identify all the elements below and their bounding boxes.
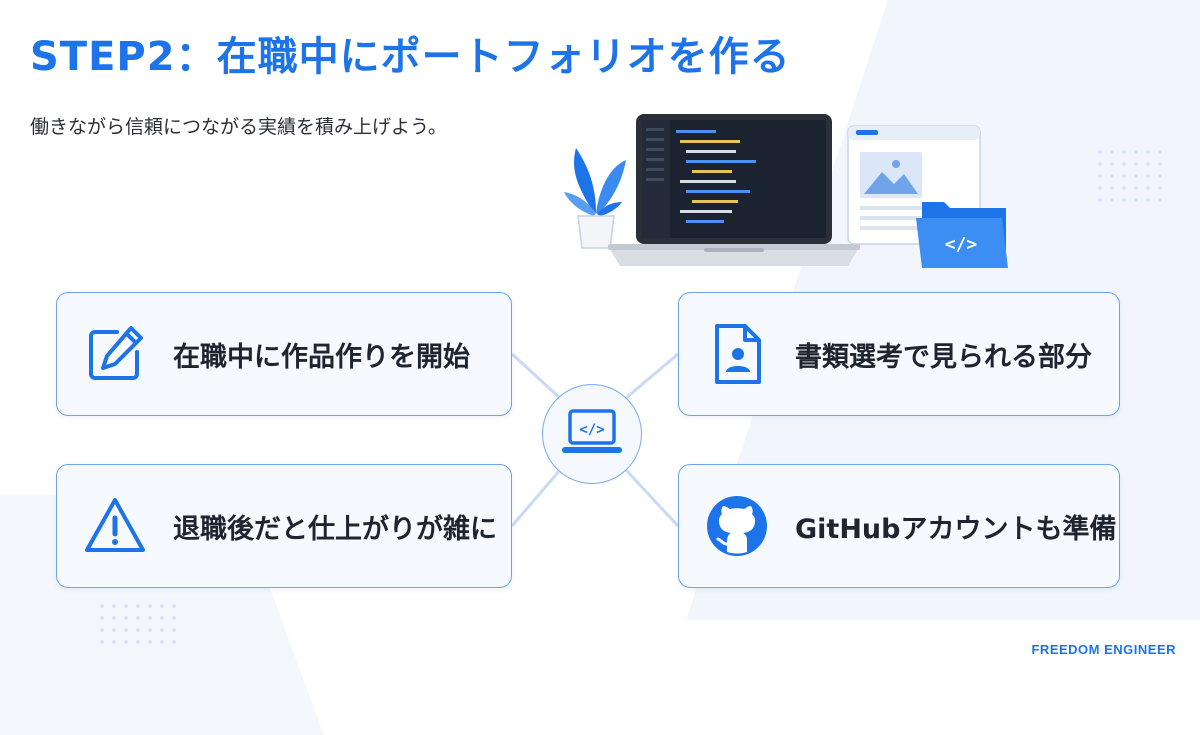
- svg-text:</>: </>: [579, 422, 604, 438]
- decor-dot: [136, 640, 140, 644]
- laptop-icon: [608, 114, 860, 266]
- card-label: GitHubアカウントも準備: [795, 513, 1117, 545]
- decor-dot: [1122, 198, 1126, 202]
- decor-dot: [1098, 150, 1102, 154]
- decor-dot: [1098, 174, 1102, 178]
- decor-dot: [124, 640, 128, 644]
- github-icon: [707, 496, 767, 556]
- decor-dot: [1158, 150, 1162, 154]
- decor-dot: [1146, 198, 1150, 202]
- decor-dot: [1110, 198, 1114, 202]
- decor-dot: [1110, 150, 1114, 154]
- card-github-account: GitHubアカウントも準備: [678, 464, 1120, 588]
- decor-dot: [1146, 162, 1150, 166]
- card-document-screening: 書類選考で見られる部分: [678, 292, 1120, 416]
- decor-dot: [172, 616, 176, 620]
- decor-dot: [160, 640, 164, 644]
- code-folder-icon: </>: [916, 202, 1008, 268]
- decor-dot: [112, 616, 116, 620]
- decor-dot: [112, 628, 116, 632]
- decor-dot: [1134, 198, 1138, 202]
- page-title: STEP2：在職中にポートフォリオを作る: [30, 34, 791, 80]
- card-label: 在職中に作品作りを開始: [173, 341, 470, 373]
- card-start-during-employment: 在職中に作品作りを開始: [56, 292, 512, 416]
- brand-logo-text: FREEDOM ENGINEER: [1031, 642, 1176, 657]
- card-label: 退職後だと仕上がりが雑に: [173, 513, 497, 545]
- decor-dot: [112, 604, 116, 608]
- decor-dot: [100, 628, 104, 632]
- decor-dot: [160, 628, 164, 632]
- laptop-code-icon: </>: [562, 409, 622, 453]
- decor-dot: [1122, 174, 1126, 178]
- decor-dot: [100, 640, 104, 644]
- decor-dot: [136, 604, 140, 608]
- decor-dot: [1158, 162, 1162, 166]
- decor-dot: [160, 616, 164, 620]
- decor-dot: [112, 640, 116, 644]
- decor-dot: [100, 604, 104, 608]
- decor-dot: [1098, 162, 1102, 166]
- decor-dot: [100, 616, 104, 620]
- decor-dot: [136, 616, 140, 620]
- decor-dot: [1146, 174, 1150, 178]
- decor-dot: [1134, 186, 1138, 190]
- hero-illustration: </>: [564, 114, 1008, 268]
- decor-dot: [172, 604, 176, 608]
- edit-icon: [89, 326, 143, 380]
- decor-dot: [136, 628, 140, 632]
- card-label: 書類選考で見られる部分: [795, 341, 1092, 373]
- center-hub: </>: [542, 384, 642, 484]
- decor-dot: [1098, 198, 1102, 202]
- decor-dot: [124, 604, 128, 608]
- page-subtitle: 働きながら信頼につながる実績を積み上げよう。: [30, 116, 447, 138]
- decor-dot: [1098, 186, 1102, 190]
- decor-dot: [1110, 174, 1114, 178]
- plant-icon: [564, 148, 626, 249]
- decor-dot: [1110, 162, 1114, 166]
- decor-dot: [148, 628, 152, 632]
- svg-text:</>: </>: [945, 234, 978, 255]
- decor-dot: [1122, 162, 1126, 166]
- decor-dot: [1158, 186, 1162, 190]
- document-profile-icon: [715, 324, 761, 384]
- decor-dot: [1158, 198, 1162, 202]
- card-after-resignation-warning: 退職後だと仕上がりが雑に: [56, 464, 512, 588]
- decor-dot: [148, 640, 152, 644]
- decor-dot: [160, 604, 164, 608]
- decor-dot: [1134, 162, 1138, 166]
- decor-dot: [1134, 150, 1138, 154]
- decor-dot: [148, 604, 152, 608]
- decor-dot: [1122, 150, 1126, 154]
- decor-dot: [1110, 186, 1114, 190]
- browser-window-icon: [847, 125, 981, 245]
- decor-dot: [1146, 186, 1150, 190]
- warning-icon: [85, 498, 145, 552]
- decor-dot: [124, 616, 128, 620]
- decor-dot: [172, 628, 176, 632]
- decor-dot: [124, 628, 128, 632]
- decor-dot: [1146, 150, 1150, 154]
- decor-dot: [1122, 186, 1126, 190]
- connector-lines: [510, 352, 680, 528]
- decor-dot: [1134, 174, 1138, 178]
- decor-dot: [172, 640, 176, 644]
- decor-dot: [1158, 174, 1162, 178]
- decor-dot: [148, 616, 152, 620]
